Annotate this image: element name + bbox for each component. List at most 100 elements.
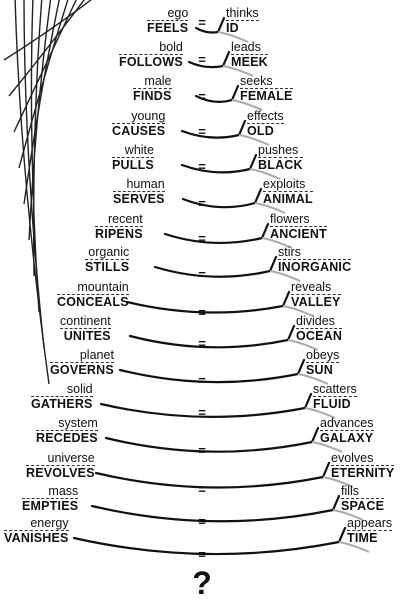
connector-curve (163, 222, 270, 245)
word-top: young (112, 109, 166, 124)
connector-curve (180, 153, 258, 174)
connector-curve (72, 526, 347, 556)
connector-shadow (217, 31, 249, 43)
connector-shadow (297, 373, 329, 385)
connector-curve (194, 84, 240, 103)
word-bottom: PULLS (112, 158, 154, 172)
word-top: leads (231, 40, 268, 55)
word-top: organic (85, 245, 130, 260)
word-bottom: OLD (247, 124, 274, 138)
word-top: male (133, 74, 172, 89)
equals-sign: = (198, 267, 206, 282)
word-top: mass (22, 484, 79, 499)
connector-shadow (304, 407, 336, 419)
word-top: stirs (278, 245, 352, 260)
word-top: scatters (313, 382, 357, 397)
connector-curve (125, 290, 291, 314)
equals-sign: = (198, 231, 206, 246)
connector-curve (90, 494, 341, 523)
word-top: mountain (57, 280, 129, 295)
word-bottom: VANISHES (4, 531, 69, 545)
equals-sign: = (198, 196, 206, 211)
word-top: bold (119, 40, 183, 55)
word-top: flowers (270, 212, 327, 227)
equals-sign: = (198, 373, 206, 388)
word-top: solid (31, 382, 93, 397)
connector-shadow (282, 305, 314, 317)
question-mark: ? (192, 565, 212, 601)
word-top: pushes (258, 143, 303, 158)
connector-curve (187, 50, 231, 69)
word-bottom: SPACE (341, 499, 385, 513)
connector-shadow (249, 168, 281, 180)
word-top: ego (147, 6, 189, 21)
equals-sign: = (198, 336, 206, 351)
connector-shadow (261, 237, 293, 249)
equals-sign: = (198, 52, 206, 67)
word-bottom: INORGANIC (278, 260, 352, 274)
word-bottom: ANIMAL (263, 192, 313, 206)
fan-line (28, 0, 52, 241)
connector-curve (180, 119, 247, 139)
word-top: seeks (240, 74, 293, 89)
equals-sign: = (198, 124, 206, 139)
connector-shadow (338, 541, 370, 553)
connector-shadow (287, 339, 319, 351)
word-bottom: TIME (347, 531, 378, 545)
word-bottom: BLACK (258, 158, 303, 172)
connector-shadow (254, 202, 286, 214)
equals-sign: = (198, 305, 206, 320)
word-bottom: UNITES (63, 329, 111, 343)
word-bottom: SUN (306, 363, 333, 377)
connector-shadow (332, 509, 364, 521)
word-bottom: ID (226, 21, 239, 35)
connector-curve (153, 255, 278, 278)
connector-shadow (322, 476, 354, 488)
equals-sign: = (198, 89, 206, 104)
connector-curve (118, 358, 306, 384)
word-bottom: FLUID (313, 397, 351, 411)
word-bottom: CAUSES (112, 124, 166, 138)
word-top: thinks (226, 6, 259, 21)
word-bottom: SERVES (113, 192, 165, 206)
word-top: white (112, 143, 154, 158)
word-top: reveals (291, 280, 341, 295)
word-bottom: OCEAN (296, 329, 343, 343)
word-bottom: FEMALE (240, 89, 293, 103)
connector-curve (181, 187, 263, 209)
word-top: continent (60, 314, 111, 329)
equals-sign: = (198, 482, 206, 497)
equals-sign: = (198, 443, 206, 458)
connector-shadow (311, 441, 343, 453)
connector-curve (104, 426, 320, 453)
word-top: divides (296, 314, 343, 329)
fan-line (18, 0, 69, 169)
word-top: exploits (263, 177, 313, 192)
connector-curve (94, 461, 331, 489)
connector-curve (194, 16, 226, 34)
connector-shadow (231, 99, 263, 111)
